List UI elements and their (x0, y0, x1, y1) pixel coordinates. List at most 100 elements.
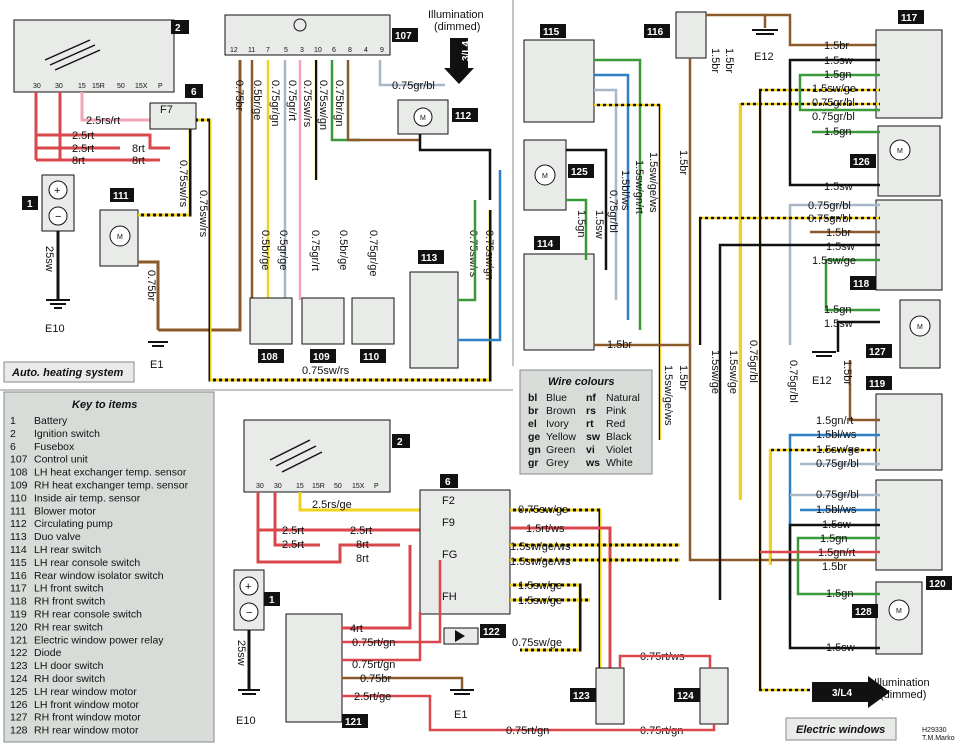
wire-colour-name: Natural (606, 392, 640, 404)
wire-colour-code: gr (528, 457, 539, 469)
wire-label: 0.75sw/ge (512, 637, 562, 649)
key-item-label: RH front window motor (34, 712, 141, 724)
svg-text:0.75gr/bl: 0.75gr/bl (812, 111, 855, 123)
wire-label: 1.5sw/ge (518, 595, 562, 607)
svg-text:0.5br/ge: 0.5br/ge (259, 230, 271, 270)
lh-door-switch: 123 (570, 667, 625, 725)
blower-motor: 111 M (99, 188, 139, 267)
svg-text:121: 121 (345, 717, 362, 728)
rh-rear-console-switch: 119 (866, 376, 943, 471)
wire-label: 0.75rt/gn (506, 725, 549, 737)
svg-text:6: 6 (445, 477, 451, 488)
svg-text:+: + (245, 581, 251, 593)
wire-label: 8rt (72, 155, 85, 167)
wire-label: 2.5rt (350, 525, 372, 537)
wire-label: 1.5sw/ge (518, 580, 562, 592)
ground-e12-top: E12 (752, 29, 778, 63)
diode: 122 (443, 624, 506, 645)
svg-text:126: 126 (853, 157, 870, 168)
wire-label: 2.5rs/ge (312, 499, 352, 511)
svg-text:M: M (420, 115, 426, 122)
key-item-label: RH rear console switch (34, 609, 142, 621)
ignition-switch-top: 2 (13, 19, 189, 93)
key-item-number: 128 (10, 725, 28, 737)
wire-colour-name: Black (606, 431, 632, 443)
svg-text:1.5br: 1.5br (841, 360, 853, 385)
wire-label: 8rt (356, 539, 369, 551)
svg-text:M: M (896, 608, 902, 615)
svg-text:15: 15 (78, 83, 86, 90)
sensor-110: 110 (351, 297, 395, 363)
svg-text:111: 111 (113, 191, 129, 202)
svg-text:1.5bl/ws: 1.5bl/ws (816, 429, 857, 441)
svg-text:109: 109 (313, 352, 330, 363)
lh-rear-window-motor: 125 M (523, 139, 594, 211)
svg-text:1.5sw: 1.5sw (826, 642, 855, 654)
svg-text:1.5gn: 1.5gn (824, 126, 852, 138)
svg-text:113: 113 (421, 253, 438, 264)
wire-label: 2.5rt/ge (354, 691, 391, 703)
wire-colour-name: Green (546, 444, 575, 456)
wire-colour-code: ws (585, 457, 600, 469)
svg-text:1.5sw: 1.5sw (824, 55, 853, 67)
wire-colour-code: ge (528, 431, 540, 443)
svg-text:E1: E1 (150, 359, 163, 371)
ground-e1-top: E1 (148, 341, 168, 371)
svg-text:50: 50 (334, 483, 342, 490)
svg-text:M: M (117, 234, 123, 241)
svg-text:1.5gn: 1.5gn (826, 588, 854, 600)
svg-text:6: 6 (332, 47, 336, 54)
key-item-label: Fusebox (34, 441, 75, 453)
lh-front-switch: 117 (875, 10, 943, 119)
svg-text:1.5gn: 1.5gn (824, 69, 852, 81)
svg-text:1.5br: 1.5br (822, 561, 847, 573)
wire-label: 0.75br (360, 673, 392, 685)
wire-label: 1.5sw/ge/ws (510, 556, 571, 568)
key-item-number: 114 (10, 544, 27, 556)
wire-label: 0.75sw/rs (302, 365, 350, 377)
svg-text:0.75sw/gn: 0.75sw/gn (317, 80, 329, 130)
svg-text:4: 4 (364, 47, 368, 54)
key-item-number: 118 (10, 596, 27, 608)
svg-text:125: 125 (571, 167, 588, 178)
key-item-label: Ignition switch (34, 428, 100, 440)
key-item-number: 115 (10, 557, 27, 569)
key-item-number: 2 (10, 428, 16, 440)
wire-colour-code: br (528, 405, 539, 417)
key-item-label: RH rear window motor (34, 725, 139, 737)
svg-text:119: 119 (869, 379, 886, 390)
wire-label: 0.75rt/gn (352, 659, 395, 671)
svg-text:1.5sw/ge: 1.5sw/ge (727, 350, 739, 394)
svg-text:30: 30 (274, 483, 282, 490)
svg-text:0.75gr/bl: 0.75gr/bl (812, 97, 855, 109)
sensor-109: 109 (301, 297, 345, 363)
rh-rear-switch: 120 (875, 479, 952, 590)
svg-text:−: − (55, 211, 61, 223)
key-item-label: RH front switch (34, 596, 105, 608)
svg-text:3: 3 (300, 47, 304, 54)
svg-text:1.5gn: 1.5gn (820, 533, 848, 545)
key-item-label: Battery (34, 415, 68, 427)
svg-text:15R: 15R (312, 483, 325, 490)
svg-text:1.5sw: 1.5sw (826, 241, 855, 253)
svg-text:1: 1 (27, 199, 33, 210)
svg-text:12: 12 (230, 47, 238, 54)
svg-text:0.5gr/ge: 0.5gr/ge (277, 230, 289, 270)
credit-line1: H29330 (922, 727, 947, 734)
rh-rear-window-motor: 128 M (852, 581, 923, 655)
key-item-label: Circulating pump (34, 518, 113, 530)
svg-text:0.75gr/bl: 0.75gr/bl (816, 489, 859, 501)
svg-text:15X: 15X (135, 83, 148, 90)
svg-text:0.75sw/rs: 0.75sw/rs (467, 230, 479, 278)
svg-text:0.75br/gn: 0.75br/gn (333, 80, 345, 126)
svg-text:1.5gn: 1.5gn (824, 304, 852, 316)
key-panel (3, 391, 215, 743)
svg-text:Illumination: Illumination (428, 9, 484, 21)
wire-label: 0.75gr/bl (392, 80, 435, 92)
svg-text:F2: F2 (442, 495, 455, 507)
credit-line2: T.M.Marko (922, 735, 955, 742)
key-item-number: 117 (10, 583, 27, 595)
wire-colour-code: rt (586, 418, 594, 430)
key-item-label: LH rear console switch (34, 557, 140, 569)
